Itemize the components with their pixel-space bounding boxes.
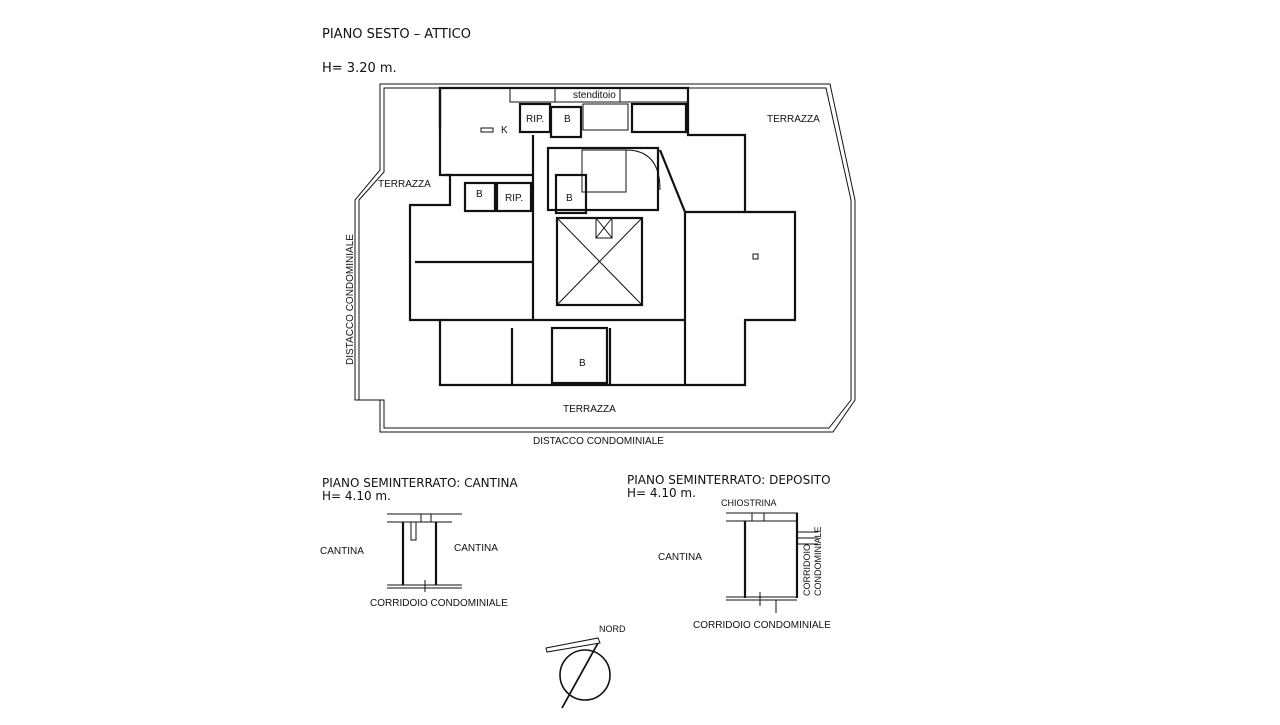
deposito-walls	[726, 512, 818, 613]
cantina-height: H= 4.10 m.	[322, 489, 391, 503]
north-arrow-icon	[545, 637, 611, 709]
cantina-title: PIANO SEMINTERRATO: CANTINA	[322, 476, 519, 490]
label-b-3: B	[566, 193, 573, 204]
apartment-walls	[408, 86, 797, 387]
deposito-height: H= 4.10 m.	[627, 486, 696, 500]
label-stenditoio: stenditoio	[573, 90, 616, 101]
label-distacco-s: DISTACCO CONDOMINIALE	[533, 436, 664, 447]
plan-height: H= 3.20 m.	[322, 61, 397, 76]
deposito-right-1: CORRIDOIO	[802, 544, 812, 596]
label-b-4: B	[579, 358, 586, 369]
label-distacco-w: DISTACCO CONDOMINIALE	[345, 234, 356, 365]
north-label: NORD	[599, 624, 626, 634]
cantina-walls	[387, 513, 462, 592]
label-k: K	[501, 125, 508, 136]
plan-title: PIANO SESTO – ATTICO	[322, 27, 471, 42]
deposito-right-2: CONDOMINIALE	[813, 526, 823, 596]
cantina-left: CANTINA	[320, 546, 364, 557]
deposito-title: PIANO SEMINTERRATO: DEPOSITO	[627, 473, 831, 487]
label-rip-1: RIP.	[526, 114, 544, 125]
label-rip-2: RIP.	[505, 193, 523, 204]
terrace-boundary	[354, 83, 856, 433]
label-b-2: B	[476, 189, 483, 200]
label-terrazza-s: TERRAZZA	[563, 404, 616, 415]
cantina-bottom: CORRIDOIO CONDOMINIALE	[370, 598, 508, 609]
cantina-right: CANTINA	[454, 543, 498, 554]
label-b-1: B	[564, 114, 571, 125]
deposito-left: CANTINA	[658, 552, 702, 563]
deposito-bottom: CORRIDOIO CONDOMINIALE	[693, 620, 831, 631]
deposito-top: CHIOSTRINA	[721, 498, 777, 508]
label-terrazza-w: TERRAZZA	[378, 179, 431, 190]
label-terrazza-ne: TERRAZZA	[767, 114, 820, 125]
